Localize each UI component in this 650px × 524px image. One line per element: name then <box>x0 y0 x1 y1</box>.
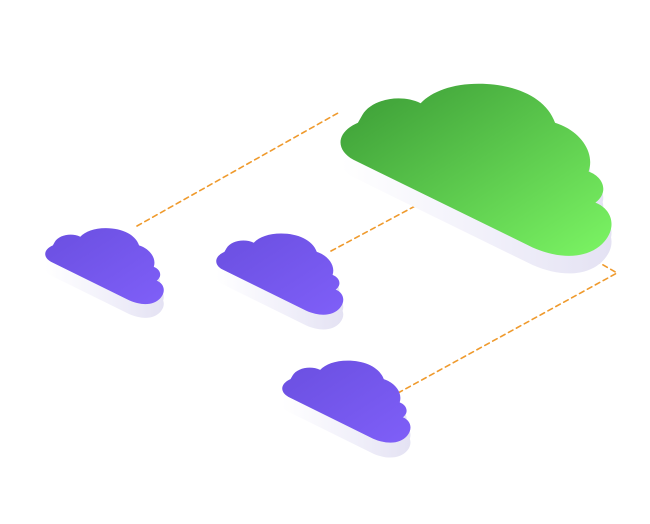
small-cloud-middle <box>216 233 344 330</box>
small-cloud-bottom <box>282 360 411 458</box>
main-cloud <box>340 83 612 274</box>
connector-left-to-main <box>136 112 339 227</box>
connector-bottom-to-main <box>397 261 619 394</box>
connector-middle-to-main <box>330 203 420 252</box>
small-cloud-left <box>45 228 164 318</box>
connector-lines <box>136 112 619 394</box>
